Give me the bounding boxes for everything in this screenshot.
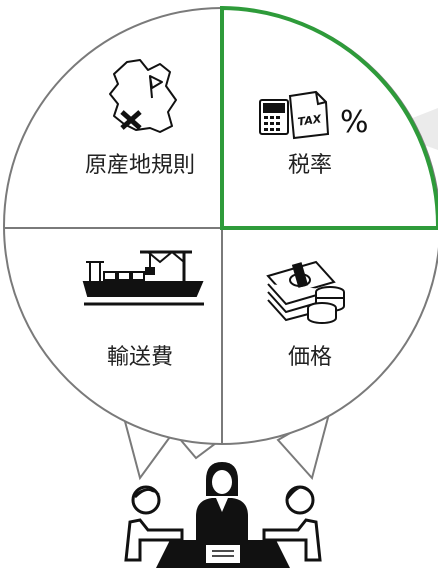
- document-on-table: [206, 545, 240, 563]
- germany-map-pin-icon: [109, 59, 177, 133]
- label-rules-of-origin: 原産地規則: [85, 153, 195, 178]
- percent-symbol: %: [340, 105, 369, 140]
- tax-icon-text: TAX: [297, 112, 323, 128]
- money-coins-icon: [266, 260, 345, 324]
- meeting-people: [124, 462, 322, 568]
- person-center-woman-icon: [196, 462, 248, 540]
- highlight-top-right: [220, 5, 438, 230]
- tax-calculator-percent-icon: [259, 90, 330, 140]
- label-tax-rate: 税率: [288, 153, 332, 178]
- label-transport-cost: 輸送費: [107, 345, 173, 370]
- person-right-icon: [262, 485, 322, 562]
- label-price: 価格: [288, 345, 332, 370]
- cargo-ship-crane-icon: [82, 250, 204, 306]
